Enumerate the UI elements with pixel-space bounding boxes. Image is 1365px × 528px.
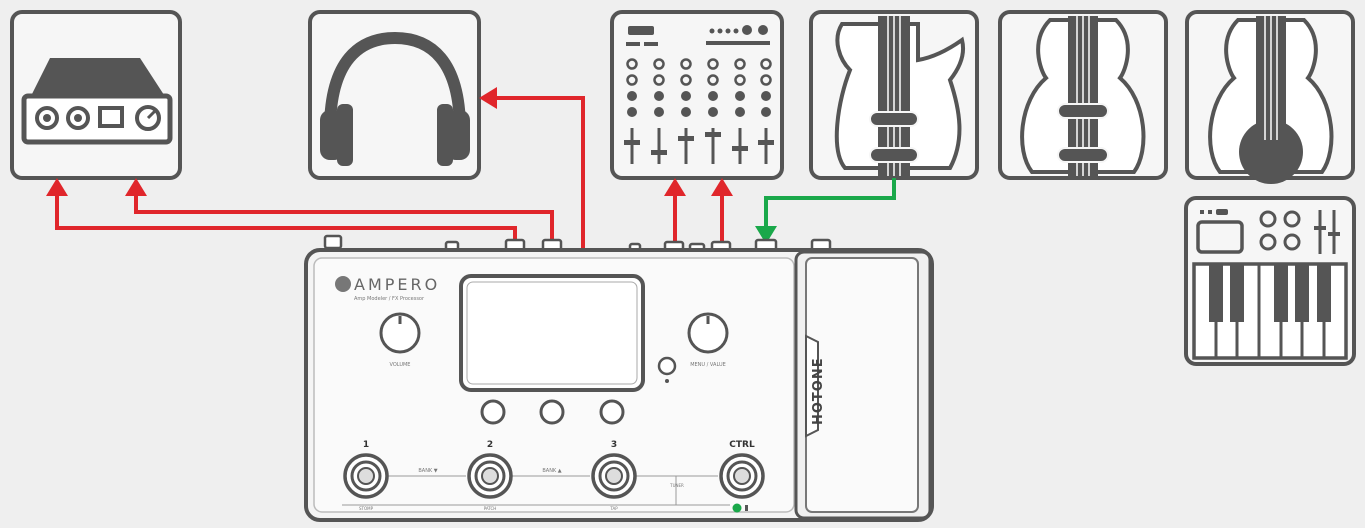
acoustic-guitar-icon bbox=[998, 10, 1168, 180]
keyboard-icon bbox=[1184, 196, 1356, 366]
ampero-unit: A IN LINK IN L OUT R IN AMPERO Amp Model… bbox=[304, 234, 934, 522]
audio-interface-icon bbox=[10, 10, 182, 180]
cable-out-to-interface bbox=[134, 196, 554, 248]
screen-button-1[interactable] bbox=[480, 399, 506, 425]
home-button[interactable] bbox=[657, 356, 677, 376]
ctrl-led bbox=[732, 503, 742, 513]
footswitch-1-label: 1 bbox=[363, 440, 369, 450]
value-knob[interactable] bbox=[687, 312, 729, 354]
footswitch-3[interactable] bbox=[591, 453, 637, 499]
cable-phones-to-headphones bbox=[497, 96, 585, 248]
screen-button-3[interactable] bbox=[599, 399, 625, 425]
bank-up-label: BANK ▲ bbox=[542, 468, 561, 474]
arrow-to-headphones bbox=[479, 87, 497, 109]
arrow-to-mixer-r bbox=[711, 178, 733, 196]
screen-button-2[interactable] bbox=[539, 399, 565, 425]
arrow-to-mixer-l bbox=[664, 178, 686, 196]
tuner-label: TUNER bbox=[669, 483, 684, 488]
footswitch-ctrl-label: CTRL bbox=[729, 440, 755, 450]
arrow-to-input bbox=[755, 226, 777, 244]
cable-guitar-to-input bbox=[764, 178, 896, 228]
footswitch-2[interactable] bbox=[467, 453, 513, 499]
volume-knob-label: VOLUME bbox=[390, 362, 411, 368]
cable-usb-to-interface bbox=[55, 196, 517, 248]
brand-logo-icon bbox=[335, 276, 351, 292]
footswitch-ctrl[interactable] bbox=[719, 453, 765, 499]
value-knob-label: MENU / VALUE bbox=[690, 362, 726, 368]
mixer-icon bbox=[610, 10, 784, 180]
bank-down-label: BANK ▼ bbox=[418, 468, 437, 474]
headphones-icon bbox=[308, 10, 481, 180]
arrow-to-interface-1 bbox=[46, 178, 68, 196]
footswitch-1-sub: STOMP bbox=[359, 506, 374, 511]
brand-name: AMPERO bbox=[354, 275, 440, 294]
display-screen bbox=[459, 274, 645, 392]
electric-guitar-icon bbox=[809, 10, 979, 180]
arrow-to-interface-2 bbox=[125, 178, 147, 196]
footswitch-2-label: 2 bbox=[487, 440, 493, 450]
acoustic-guitar-piezo-icon bbox=[1185, 10, 1355, 184]
footswitch-3-label: 3 bbox=[611, 440, 617, 450]
led-indicator bbox=[665, 379, 669, 383]
arrowheads bbox=[46, 87, 777, 244]
volume-knob[interactable] bbox=[379, 312, 421, 354]
footswitch-2-sub: PATCH bbox=[484, 506, 497, 511]
footswitch-3-sub: TAP bbox=[609, 506, 618, 511]
maker-logo: HOTONE bbox=[811, 357, 826, 425]
brand-subtitle: Amp Modeler / FX Processor bbox=[354, 296, 425, 302]
footswitch-1[interactable] bbox=[343, 453, 389, 499]
